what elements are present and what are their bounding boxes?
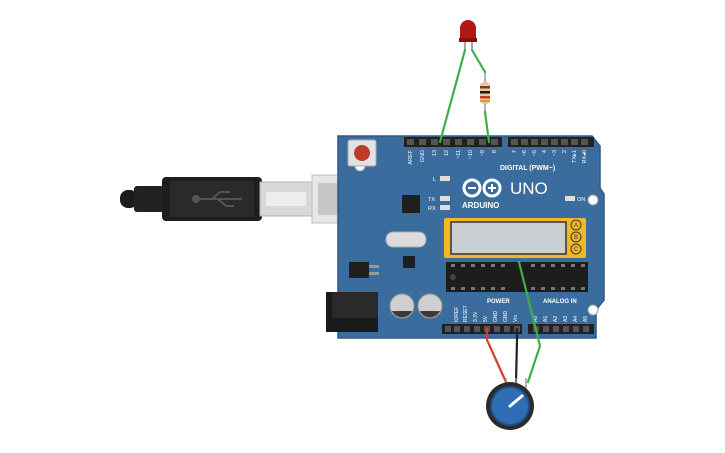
model-label: UNO bbox=[510, 179, 548, 198]
wire-led-to-gnd[interactable] bbox=[438, 48, 467, 144]
lcd-button-b-label: B bbox=[574, 235, 578, 241]
led-label-l: L bbox=[433, 177, 436, 183]
pin-label-a2: A2 bbox=[553, 316, 559, 322]
analog-header bbox=[528, 324, 594, 334]
brand-label: ARDUINO bbox=[462, 201, 499, 210]
pin-label-8: 8 bbox=[492, 150, 498, 153]
led-label-on: ON bbox=[577, 197, 585, 203]
pin-label-a4: A4 bbox=[573, 316, 579, 322]
usb-cable-strain-relief bbox=[134, 186, 164, 212]
pin-label-5v: 5V bbox=[483, 315, 489, 322]
pin-label-6: ~6 bbox=[522, 150, 528, 156]
pin-label-3v3: 3.3V bbox=[473, 311, 479, 322]
pin-label-gnd: GND bbox=[420, 150, 426, 162]
usb-shell-window bbox=[266, 192, 306, 206]
wire-led-to-resistor[interactable] bbox=[470, 48, 487, 74]
digital-header-label: DIGITAL (PWM~) bbox=[500, 165, 555, 172]
pin-label-a1: A1 bbox=[543, 316, 549, 322]
usb-cable-end bbox=[120, 190, 138, 208]
pin-label-a5: A5 bbox=[583, 316, 589, 322]
pin-label-12: 12 bbox=[444, 150, 450, 156]
lcd-button-a[interactable] bbox=[570, 219, 582, 231]
led-rx bbox=[440, 205, 450, 210]
wire-gnd-to-pot[interactable] bbox=[514, 327, 519, 384]
crystal-oscillator bbox=[385, 231, 427, 248]
pin-label-a0: A0 bbox=[533, 316, 539, 322]
pin-label-1: TX▸1 bbox=[572, 150, 578, 163]
led-tx bbox=[440, 196, 450, 201]
led-l bbox=[440, 176, 450, 181]
led-label-tx: TX bbox=[428, 197, 435, 203]
pin-label-2: 2 bbox=[562, 150, 568, 153]
pin-label-0: RX◂0 bbox=[582, 150, 588, 163]
pin-label-a3: A3 bbox=[563, 316, 569, 322]
lcd-button-b[interactable] bbox=[570, 231, 582, 243]
lcd-display[interactable]: A B C bbox=[444, 218, 586, 258]
pin-label-gnd-1: GND bbox=[493, 311, 499, 323]
pin-label-9: ~9 bbox=[480, 150, 486, 156]
lcd-button-c-label: C bbox=[574, 247, 579, 253]
pin-label-7: 7 bbox=[512, 150, 518, 153]
lcd-button-a-label: A bbox=[574, 223, 578, 229]
reset-button[interactable] bbox=[354, 145, 370, 161]
lcd-screen bbox=[450, 221, 567, 255]
usb-chip bbox=[402, 195, 420, 213]
mounting-hole bbox=[587, 304, 599, 316]
usb-icon bbox=[192, 191, 242, 207]
mounting-hole bbox=[587, 194, 599, 206]
wire-5v-to-pot[interactable] bbox=[485, 327, 508, 384]
pin-label-5: ~5 bbox=[532, 150, 538, 156]
wire-pot-to-lcd[interactable] bbox=[517, 260, 542, 384]
pin-label-reset: RESET bbox=[463, 305, 469, 322]
resistor[interactable] bbox=[480, 72, 490, 112]
pin-label-aref: AREF bbox=[408, 149, 414, 164]
pin-label-10: ~10 bbox=[468, 150, 474, 159]
potentiometer[interactable] bbox=[486, 378, 534, 430]
led-on bbox=[565, 196, 575, 201]
pot-indicator bbox=[508, 394, 524, 408]
atmega-chip bbox=[446, 262, 588, 292]
pin-label-11: ~11 bbox=[456, 150, 462, 159]
pin-label-gnd-2: GND bbox=[503, 311, 509, 323]
power-header-label: POWER bbox=[487, 299, 510, 305]
small-chip bbox=[403, 256, 415, 268]
led-dome bbox=[460, 20, 476, 40]
pin-label-4: 4 bbox=[542, 150, 548, 153]
pin-label-3: ~3 bbox=[552, 150, 558, 156]
pin-label-13: 13 bbox=[432, 150, 438, 156]
pin-label-ioref: IOREF bbox=[454, 307, 460, 322]
led-label-rx: RX bbox=[428, 206, 436, 212]
power-header bbox=[442, 324, 522, 334]
digital-header-left bbox=[404, 137, 502, 147]
voltage-regulator bbox=[349, 262, 369, 278]
arduino-infinity-logo bbox=[462, 178, 502, 198]
wire-resistor-to-pin9[interactable] bbox=[483, 110, 491, 144]
arduino-uno-board[interactable]: AREF GND 13 12 ~11 ~10 ~9 8 7 ~6 ~5 4 ~3… bbox=[326, 135, 605, 339]
analog-header-label: ANALOG IN bbox=[543, 299, 577, 305]
red-led[interactable] bbox=[459, 20, 477, 50]
lcd-button-c[interactable] bbox=[570, 243, 582, 255]
pin-label-vin: Vin bbox=[513, 315, 519, 322]
